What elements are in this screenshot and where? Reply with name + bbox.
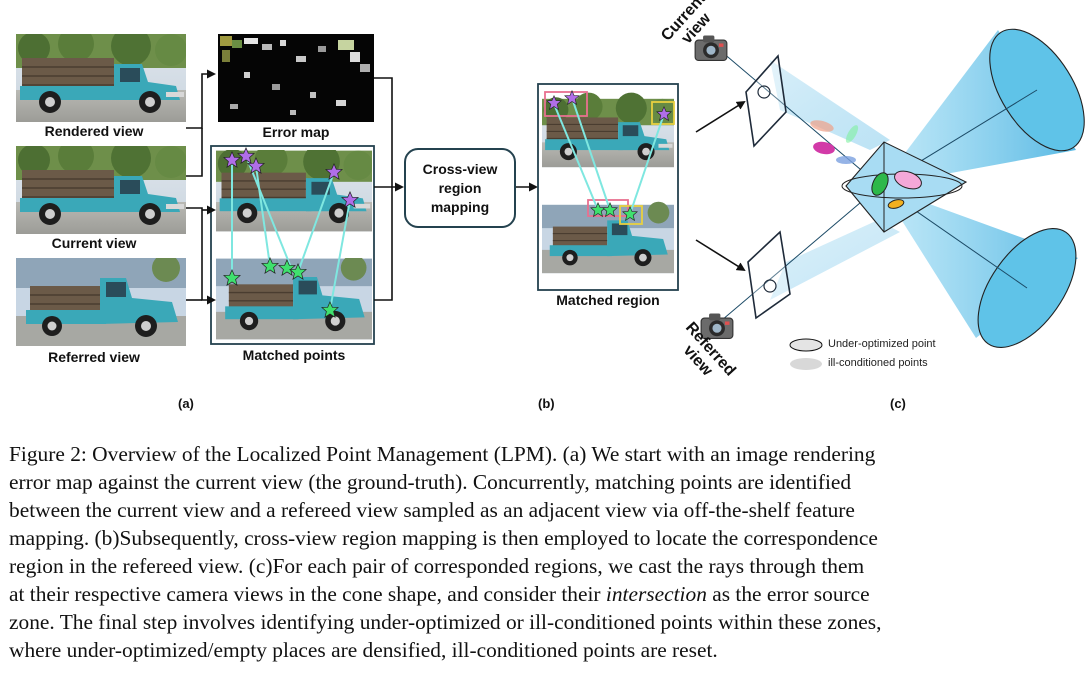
current-camera-icon: [694, 34, 728, 62]
legend-ill-swatch: [790, 358, 822, 370]
box-line-3: mapping: [430, 198, 490, 215]
box-line-1: Cross-view: [422, 160, 498, 177]
caption-line-2: error map against the current view (the …: [9, 470, 852, 494]
caption-line-3: between the current view and a refereed …: [9, 498, 855, 522]
caption-line-5: region in the refereed view. (c)For each…: [9, 554, 865, 578]
matched-region-label: Matched region: [556, 292, 660, 308]
caption-intersection-emphasis: intersection: [605, 582, 707, 606]
caption-line-7: zone. The final step involves identifyin…: [9, 610, 882, 634]
box-line-2: region: [438, 179, 482, 196]
error-map-image: [218, 34, 374, 122]
caption-line-8: where under-optimized/empty places are d…: [9, 638, 718, 662]
rendered-view-label: Rendered view: [44, 123, 144, 139]
caption-line-1: Figure 2: Overview of the Localized Poin…: [9, 442, 876, 466]
panel-b-connectors: [695, 100, 746, 272]
referred-view-image: [16, 258, 186, 346]
current-view-label: Current view: [51, 235, 137, 251]
panel-b-tag: (b): [538, 396, 555, 411]
figure-caption: Figure 2: Overview of the Localized Poin…: [9, 440, 1081, 664]
panel-a-connectors: [186, 69, 538, 305]
figure-2-diagram: [16, 28, 1085, 370]
current-view-image: [16, 146, 186, 234]
caption-line-4: mapping. (b)Subsequently, cross-view reg…: [9, 526, 878, 550]
figure-canvas: [16, 28, 1085, 370]
caption-line-6-post: as the error source: [706, 582, 870, 606]
legend-under-swatch: [789, 338, 823, 352]
cone-intersection-panel: [721, 28, 1085, 348]
panel-c-tag: (c): [890, 396, 906, 411]
error-map-label: Error map: [262, 124, 330, 140]
rendered-view-image: [16, 34, 186, 122]
legend-under-optimized: Under-optimized point: [828, 338, 936, 350]
matched-points-panel: [210, 145, 375, 345]
caption-line-6-pre: at their respective camera views in the …: [9, 582, 606, 606]
matched-region-panel: [537, 83, 679, 291]
cross-view-region-mapping-box: Cross-view region mapping: [404, 148, 516, 228]
caption-line-6: at their respective camera views in the …: [9, 580, 1081, 608]
matched-points-label: Matched points: [242, 347, 346, 363]
panel-a-tag: (a): [178, 396, 194, 411]
legend-ill-conditioned: ill-conditioned points: [828, 357, 928, 369]
referred-view-label: Referred view: [48, 349, 140, 365]
